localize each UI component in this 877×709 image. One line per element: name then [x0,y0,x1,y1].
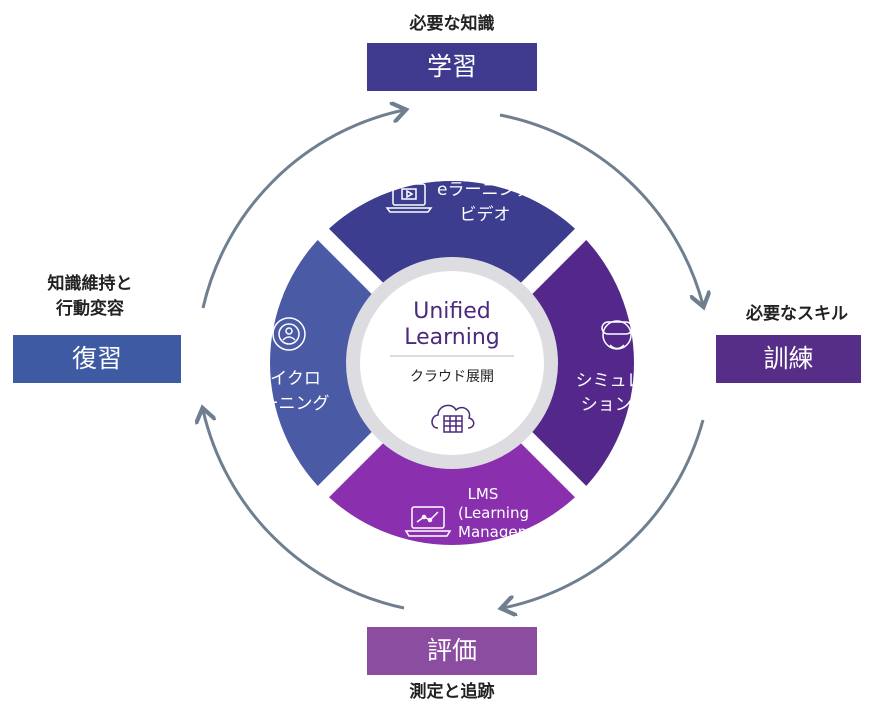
center-title-line1: Unified [413,299,491,324]
stage-left-box: 復習 [13,335,181,383]
cloud-table-icon [431,404,475,433]
stage-bottom-caption: 測定と追跡 [409,682,495,702]
stage-top-box: 学習 [367,43,537,91]
segment-top-line2: ビデオ [460,204,511,225]
arrow-right-to-bottom [503,419,705,608]
segment-bottom-line1: LMS [468,485,499,503]
segment-bottom-line3: Management [458,523,557,541]
center-title-line2: Learning [404,325,500,350]
arrow-bottom-to-left [203,410,405,610]
arrow-top-to-right [499,113,703,305]
arrow-left-to-top [201,110,404,309]
vr-headset-icon [601,320,633,350]
stage-right-caption: 必要なスキル [746,304,848,324]
stage-right-box: 訓練 [716,335,861,383]
segment-left-line1: マイクロ [253,369,321,389]
user-cycle-icon [272,317,306,351]
video-laptop-icon [385,183,433,213]
stage-left-caption-line1: 知識維持と [47,274,133,294]
segment-bottom-line2: (Learning [458,504,529,522]
segment-right-line1: シミュレー [576,371,661,391]
segment-right-line2: ションXR [581,395,656,415]
segment-top-line1: eラーニング [437,180,532,200]
stage-top-caption: 必要な知識 [409,14,495,34]
center-subtitle: クラウド展開 [410,369,494,385]
cycle-arrows [203,110,703,608]
stage-bottom-box: 評価 [367,627,537,675]
analytics-laptop-icon [404,506,452,537]
center-circle [360,271,544,455]
stage-left-caption-line2: 行動変容 [56,299,124,319]
segment-bottom-line4: System) [458,542,520,560]
segment-left-line2: ラーニング [245,394,330,414]
